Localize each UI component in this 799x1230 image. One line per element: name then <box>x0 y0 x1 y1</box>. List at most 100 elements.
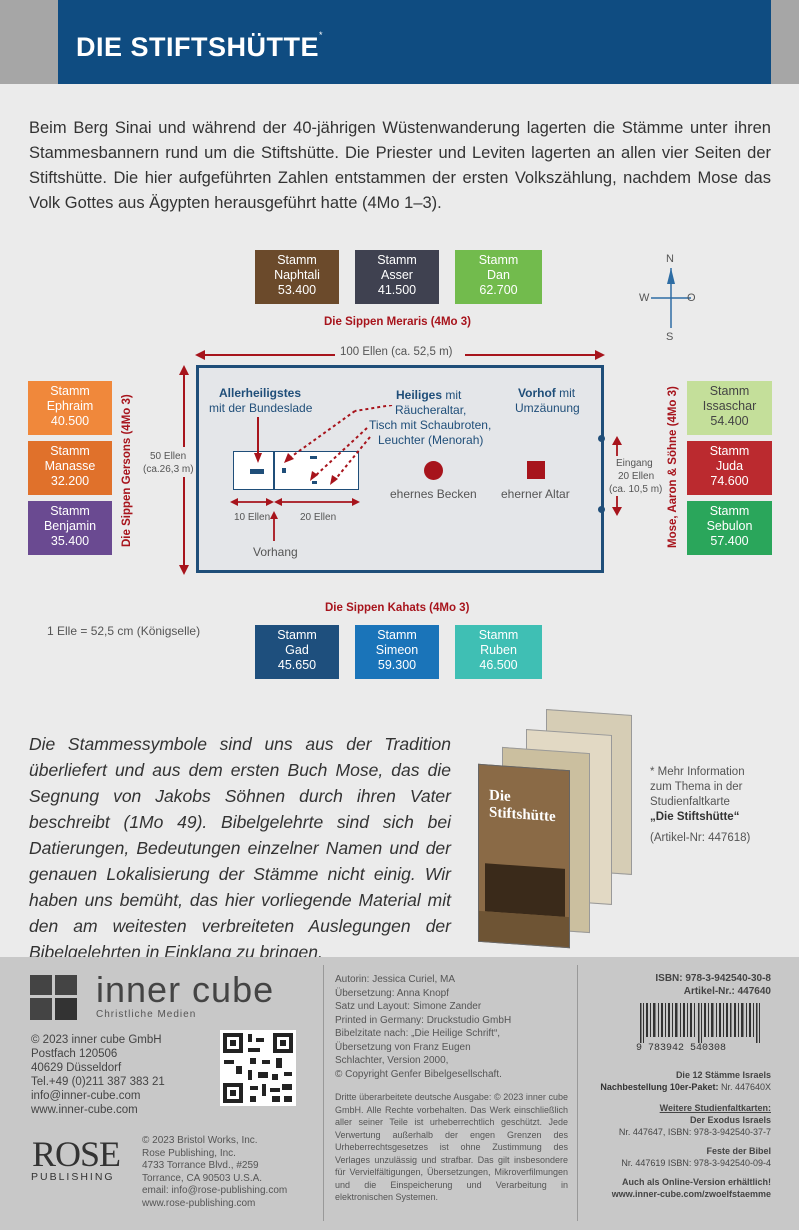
exodus-title: Der Exodus Israels <box>689 1115 771 1125</box>
tribe-box-asser: Stamm Asser 41.500 <box>355 250 439 304</box>
tribe-label: Stamm <box>50 444 90 458</box>
tribe-count: 59.300 <box>377 658 417 672</box>
address-line: 4733 Torrance Blvd., #259 <box>142 1160 259 1171</box>
tribe-box-issaschar: Stamm Issaschar 54.400 <box>687 381 772 435</box>
svg-text:Mose, Aaron & Söhne (4Mo 3): Mose, Aaron & Söhne (4Mo 3) <box>667 386 679 548</box>
tribe-count: 54.400 <box>710 414 749 428</box>
tribe-name: Dan <box>487 268 510 282</box>
compass-east: O <box>687 292 696 304</box>
address-line: Rose Publishing, Inc. <box>142 1147 236 1159</box>
address-line: 40629 Düsseldorf <box>31 1062 122 1074</box>
compass-south: S <box>666 331 674 343</box>
tribe-name: Simeon <box>375 643 419 657</box>
tribe-box-ruben: Stamm Ruben 46.500 <box>455 625 542 679</box>
note-line: * Mehr Information <box>650 766 745 778</box>
tribe-count: 46.500 <box>479 658 518 672</box>
note-line: zum Thema in der <box>650 781 743 793</box>
brochure-title: Die Stiftshütte <box>489 788 556 827</box>
tribe-box-benjamin: Stamm Benjamin 35.400 <box>28 501 112 555</box>
tribe-count: 53.400 <box>277 283 317 297</box>
tent-picture <box>485 863 565 917</box>
laver-icon <box>424 461 443 480</box>
artikel-nr: Artikel-Nr.: 447640 <box>683 986 771 997</box>
address-line: © 2023 Bristol Works, Inc. <box>142 1135 258 1146</box>
feste-nr: Nr. 447619 ISBN: 978-3-942540-09-4 <box>621 1158 771 1168</box>
email-link[interactable]: email: info@rose-publishing.com <box>142 1185 288 1196</box>
vorhang-arrow <box>270 511 278 541</box>
footer: inner cube Christliche Medien © 2023 inn… <box>0 957 799 1230</box>
width-label: 100 Ellen (ca. 52,5 m) <box>340 346 453 358</box>
tribe-label: Stamm <box>277 253 317 267</box>
rose-address: © 2023 Bristol Works, Inc. Rose Publishi… <box>142 1135 287 1210</box>
brand-subtitle: Christliche Medien <box>96 1009 197 1020</box>
ten-ellen-label: 10 Ellen <box>234 512 271 523</box>
desert-picture <box>479 910 570 948</box>
tribe-box-gad: Stamm Gad 45.650 <box>255 625 339 679</box>
tribe-count: 40.500 <box>50 414 90 428</box>
page-title: DIE STIFTSHÜTTE* <box>76 30 324 62</box>
levites-west-label: Die Sippen Gersons (4Mo 3) <box>121 394 133 547</box>
heiliges-desc-3: Leuchter (Menorah) <box>378 433 484 447</box>
rose-logo: ROSE <box>32 1134 121 1174</box>
isbn: ISBN: 978-3-942540-30-8 <box>655 973 771 984</box>
tribe-box-sebulon: Stamm Sebulon 57.400 <box>687 501 772 555</box>
tribe-name: Sebulon <box>706 519 753 533</box>
product-name: Die 12 Stämme Israels <box>675 1070 771 1080</box>
intro-paragraph: Beim Berg Sinai und während der 40-jähri… <box>29 119 771 212</box>
tribe-label: Stamm <box>277 628 317 642</box>
email-link[interactable]: info@inner-cube.com <box>31 1090 141 1102</box>
barcode-icon <box>640 1003 760 1043</box>
weitere-label: Weitere Studienfaltkarten: <box>659 1103 771 1113</box>
tribe-box-dan: Stamm Dan 62.700 <box>455 250 542 304</box>
tribe-count: 35.400 <box>50 534 90 548</box>
feste-title: Feste der Bibel <box>706 1146 771 1156</box>
note-line: Studienfaltkarte <box>650 796 730 808</box>
divider <box>577 965 578 1221</box>
entrance-post <box>598 435 605 442</box>
pointer-arrows <box>250 405 393 485</box>
note-line: „Die Stiftshütte“ <box>650 811 740 823</box>
credit-line: Autorin: Jessica Curiel, MA <box>335 974 456 985</box>
altar-label: eherner Altar <box>501 487 570 501</box>
curtain <box>273 451 275 490</box>
vorhof-desc: Umzäunung <box>515 401 580 415</box>
tribe-label: Stamm <box>478 253 519 267</box>
tribe-count: 74.600 <box>710 474 749 488</box>
address-line: © 2023 inner cube GmbH <box>31 1034 162 1046</box>
twenty-ellen-label: 20 Ellen <box>300 512 337 523</box>
header-side-panel <box>771 0 799 84</box>
tribe-box-manasse: Stamm Manasse 32.200 <box>28 441 112 495</box>
tribe-box-ephraim: Stamm Ephraim 40.500 <box>28 381 112 435</box>
levites-east-label: Mose, Aaron & Söhne (4Mo 3) <box>667 386 679 548</box>
website-link[interactable]: www.rose-publishing.com <box>142 1197 256 1209</box>
elle-note: 1 Elle = 52,5 cm (Königselle) <box>47 624 201 638</box>
credit-line: Satz und Layout: Simone Zander <box>335 1001 482 1012</box>
eingang-size: 20 Ellen <box>618 471 655 482</box>
tribe-count: 45.650 <box>277 658 317 672</box>
credit-line: © Copyright Genfer Bibelgesellschaft. <box>335 1068 502 1080</box>
tribe-box-simeon: Stamm Simeon 59.300 <box>355 625 439 679</box>
entrance-post <box>598 506 605 513</box>
online-link[interactable]: www.inner-cube.com/zwoelfstaemme <box>611 1189 771 1199</box>
legal-text: Dritte überarbeitete deutsche Ausgabe: ©… <box>335 1092 568 1202</box>
height-label-2: (ca.26,3 m) <box>143 464 194 475</box>
qr-code-icon[interactable] <box>220 1030 296 1106</box>
brochure-image: Die Stiftshütte <box>470 708 640 949</box>
brochure-cover: Die Stiftshütte <box>478 763 570 949</box>
address-line: Postfach 120506 <box>31 1048 118 1060</box>
tribe-name: Naphtali <box>274 268 320 282</box>
tribe-count: 57.400 <box>710 534 749 548</box>
website-link[interactable]: www.inner-cube.com <box>31 1104 138 1116</box>
tribe-box-naphtali: Stamm Naphtali 53.400 <box>255 250 339 304</box>
note-line: (Artikel-Nr: 447618) <box>650 832 751 844</box>
address-line: Tel.+49 (0)211 387 383 21 <box>31 1076 165 1088</box>
header-side-panel <box>0 0 58 84</box>
entrance-arrow <box>612 436 622 516</box>
disclaimer-paragraph: Die Stammessymbole sind uns aus der Trad… <box>29 734 451 962</box>
width-arrow <box>195 347 605 363</box>
tribe-name: Ephraim <box>46 399 94 413</box>
tribe-count: 32.200 <box>50 474 90 488</box>
tribe-name: Asser <box>381 268 413 282</box>
divider <box>323 965 324 1221</box>
brochure-title-line: Stiftshütte <box>489 804 556 826</box>
